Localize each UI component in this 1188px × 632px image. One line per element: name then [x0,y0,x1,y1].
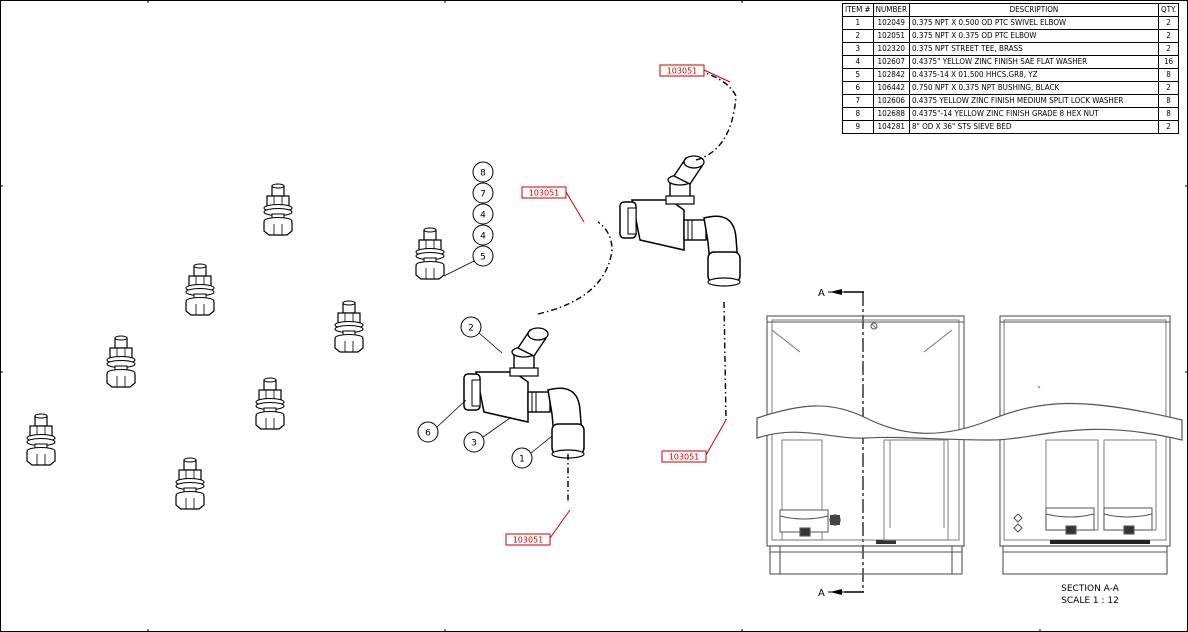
bolt-assembly [26,413,56,466]
balloon-2: 2 [460,316,503,354]
bom-cell-number: 102688 [872,107,910,121]
balloon-label: 2 [468,324,474,334]
bolt-assembly [175,457,205,510]
bolt-assembly [185,263,215,316]
section-title: SECTION A-A [1061,584,1120,594]
table-row: 2 102051 0.375 NPT X 0.375 OD PTC ELBOW … [842,29,1180,43]
bom-cell-item: 6 [842,81,874,95]
bolt-assembly [334,300,364,353]
bom-cell-item: 4 [842,55,874,69]
tubing-tag-right-lower: 103051 [661,419,727,463]
balloon-label: 4 [480,232,486,242]
bom-cell-description: 0.750 NPT X 0.375 NPT BUSHING, BLACK [908,81,1159,95]
bom-cell-number: 102049 [872,16,910,30]
bom-header-description: DESCRIPTION [908,3,1159,17]
balloon-label: 8 [480,169,486,179]
table-row: 7 102606 0.4375 YELLOW ZINC FINISH MEDIU… [842,94,1180,108]
bolt-assembly [106,335,136,388]
table-row: 9 104281 8" OD X 36" STS SIEVE BED 2 [842,120,1180,134]
section-cut-line: A A [818,288,864,599]
bom-cell-number: 102606 [872,94,910,108]
bom-cell-description: 0.375 NPT X 0.375 OD PTC ELBOW [908,29,1159,43]
bom-cell-item: 3 [842,42,874,56]
balloon-3: 3 [463,417,511,453]
table-row: 6 106442 0.750 NPT X 0.375 NPT BUSHING, … [842,81,1180,95]
bom-cell-description: 0.4375"-14 YELLOW ZINC FINISH GRADE 8 HE… [908,107,1159,121]
balloon-label: 3 [471,439,477,449]
bom-cell-number: 104281 [872,120,910,134]
bolt-assembly [415,227,445,280]
bom-cell-description: 0.4375 YELLOW ZINC FINISH MEDIUM SPLIT L… [908,94,1159,108]
bom-header-qty: QTY. [1157,3,1180,17]
balloon-6: 6 [417,399,467,443]
bom-cell-item: 2 [842,29,874,43]
tubing-tag-middle: 103051 [521,186,585,223]
table-row: 1 102049 0.375 NPT X 0.500 OD PTC SWIVEL… [842,16,1180,30]
bom-header-row: ITEM # NUMBER DESCRIPTION QTY. [842,3,1180,17]
bolt-assembly [263,183,293,236]
bom-cell-description: 0.375 NPT STREET TEE, BRASS [908,42,1159,56]
bom-cell-qty: 2 [1157,120,1180,134]
bom-cell-number: 102607 [872,55,910,69]
bom-cell-qty: 8 [1157,68,1180,82]
tag-label: 103051 [669,453,700,462]
bom-cell-qty: 2 [1157,81,1180,95]
bom-cell-description: 0.4375-14 X 01.500 HHCS.GR8, YZ [908,68,1159,82]
table-row: 4 102607 0.4375" YELLOW ZINC FINISH SAE … [842,55,1180,69]
bom-cell-item: 5 [842,68,874,82]
tag-label: 103051 [513,536,544,545]
bom-header-item: ITEM # [842,3,874,17]
bom-cell-item: 8 [842,107,874,121]
bolt-assembly [255,377,285,430]
bom-header-number: NUMBER [872,3,910,17]
balloon-label: 7 [480,190,486,200]
bom-cell-item: 1 [842,16,874,30]
bom-cell-number: 106442 [872,81,910,95]
bill-of-materials-table: ITEM # NUMBER DESCRIPTION QTY. 1 102049 … [842,3,1180,134]
table-row: 5 102842 0.4375-14 X 01.500 HHCS.GR8, YZ… [842,68,1180,82]
section-marker-top: A [818,288,825,299]
cabinet-side-view [766,315,965,575]
section-marker-bottom: A [818,588,825,599]
bom-cell-number: 102051 [872,29,910,43]
bom-cell-number: 102842 [872,68,910,82]
tubing-tag-bottom: 103051 [505,509,571,546]
tubing-tag-top-right: 103051 [659,64,731,83]
bom-cell-qty: 8 [1157,107,1180,121]
tubing-lines [537,71,737,502]
tag-label: 103051 [667,67,698,76]
bom-cell-qty: 8 [1157,94,1180,108]
balloon-stack: 8 7 4 4 5 [443,161,494,277]
balloon-label: 6 [425,429,431,439]
table-row: 3 102320 0.375 NPT STREET TEE, BRASS 2 [842,42,1180,56]
balloon-label: 5 [480,253,486,263]
bom-cell-description: 0.375 NPT X 0.500 OD PTC SWIVEL ELBOW [908,16,1159,30]
bom-cell-item: 7 [842,94,874,108]
bom-cell-qty: 2 [1157,29,1180,43]
bom-cell-description: 0.4375" YELLOW ZINC FINISH SAE FLAT WASH… [908,55,1159,69]
balloon-1: 1 [511,435,553,469]
break-line [756,402,1183,441]
section-scale: SCALE 1 : 12 [1061,596,1119,606]
table-row: 8 102688 0.4375"-14 YELLOW ZINC FINISH G… [842,107,1180,121]
bom-cell-description: 8" OD X 36" STS SIEVE BED [908,120,1159,134]
balloon-label: 4 [480,211,486,221]
bom-cell-qty: 2 [1157,16,1180,30]
bom-cell-qty: 16 [1157,55,1180,69]
bom-cell-item: 9 [842,120,874,134]
balloon-label: 1 [519,455,525,465]
bom-cell-number: 102320 [872,42,910,56]
tag-label: 103051 [529,189,560,198]
cabinet-front-view [999,315,1171,575]
fitting-assembly-upper [619,155,741,287]
bom-cell-qty: 2 [1157,42,1180,56]
